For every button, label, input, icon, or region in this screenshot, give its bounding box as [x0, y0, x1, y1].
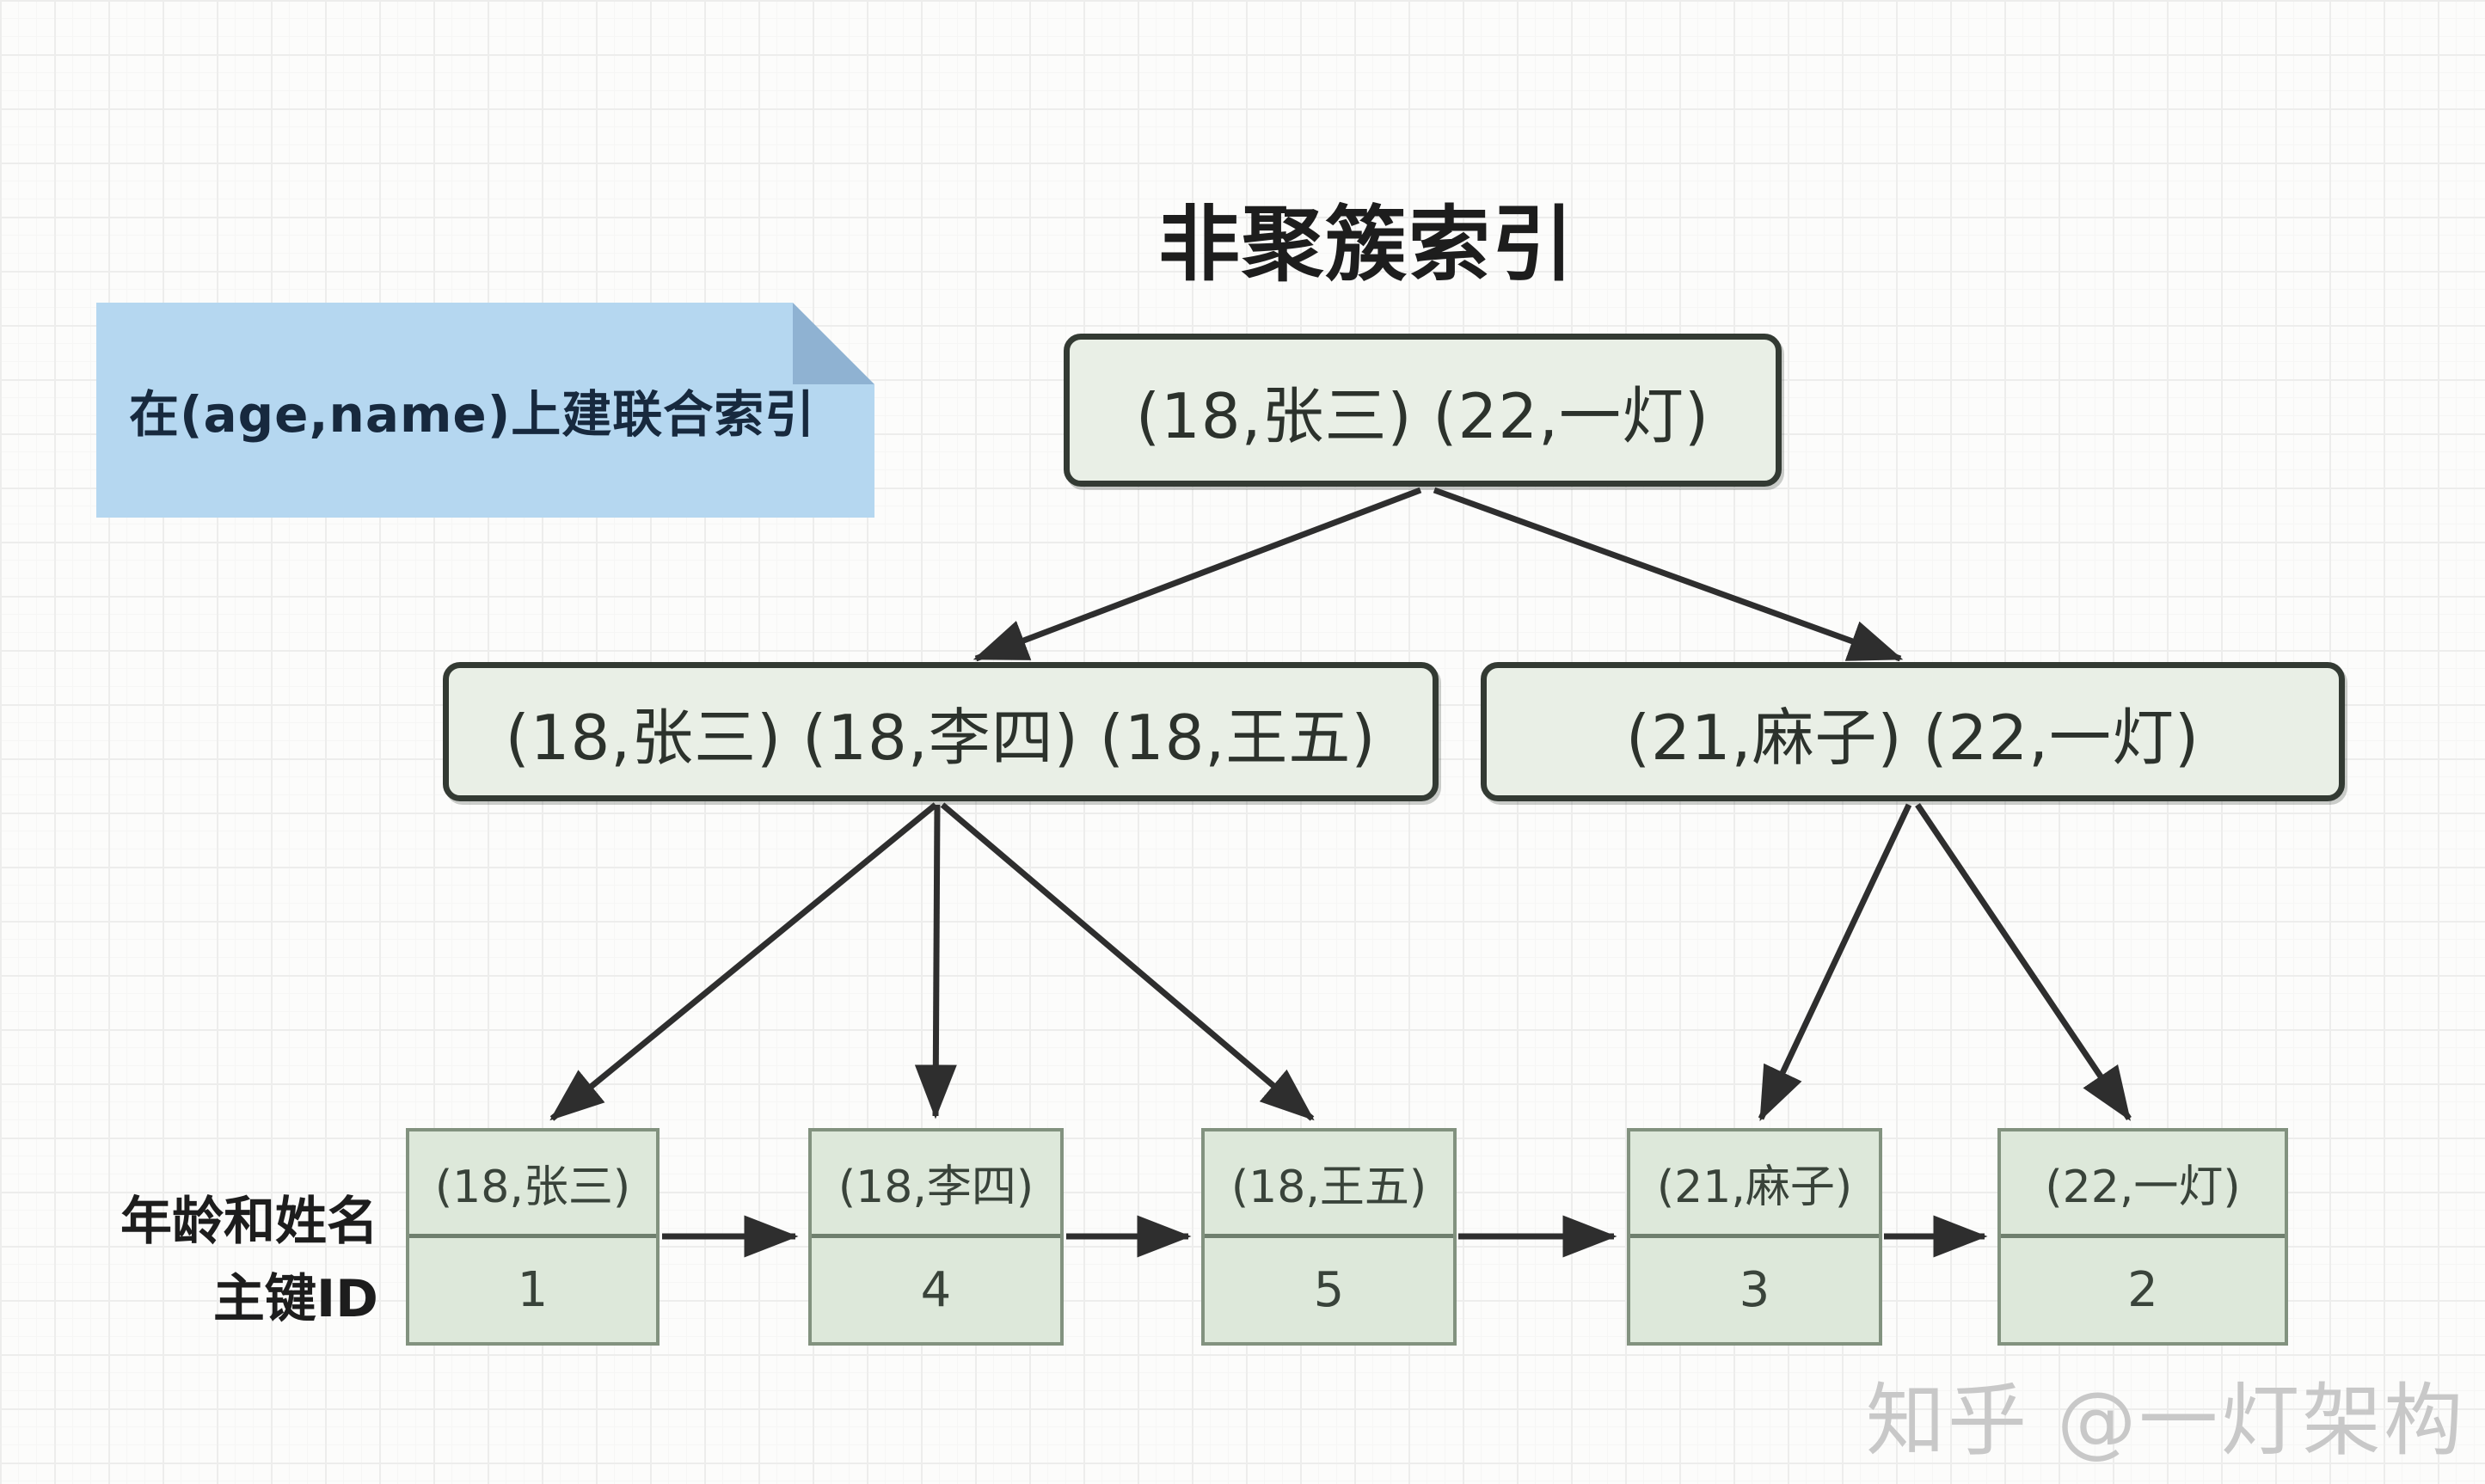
tree-internal-right-label: (21,麻子) (22,一灯)	[1625, 701, 2200, 774]
leaf-4-key: (21,麻子)	[1630, 1131, 1879, 1238]
leaf-5-key: (22,一灯)	[2001, 1131, 2285, 1238]
index-note: 在(age,name)上建联合索引	[96, 303, 874, 518]
leaf-node-5: (22,一灯) 2	[1997, 1128, 2288, 1346]
leaf-2-key: (18,李四)	[812, 1131, 1060, 1238]
leaf-1-id: 1	[517, 1262, 549, 1318]
edge-root-to-internal-left	[973, 487, 1422, 662]
leaf-5-id: 2	[2127, 1262, 2158, 1318]
leaf-node-4: (21,麻子) 3	[1627, 1128, 1882, 1346]
page-title: 非聚簇索引	[1158, 198, 1576, 292]
tree-root-node: (18,张三) (22,一灯)	[1064, 334, 1782, 487]
edge-internal-right-to-leaf-4	[1758, 803, 1912, 1122]
leaf-3-key: (18,王五)	[1205, 1131, 1453, 1238]
watermark: 知乎 @一灯架构	[1866, 1375, 2466, 1467]
edge-root-to-internal-right	[1433, 487, 1904, 662]
leaf-4-id: 3	[1739, 1262, 1770, 1318]
row-label-key: 年龄和姓名	[120, 1192, 378, 1252]
leaf-node-2: (18,李四) 4	[808, 1128, 1064, 1346]
note-fold-corner-icon	[793, 303, 874, 384]
tree-internal-left-label: (18,张三) (18,李四) (18,王五)	[505, 701, 1377, 774]
tree-root-label: (18,张三) (22,一灯)	[1135, 379, 1710, 452]
edge-internal-left-to-leaf-1	[549, 802, 938, 1121]
leaf-2-id: 4	[920, 1262, 952, 1318]
edge-internal-right-to-leaf-5	[1915, 803, 2132, 1121]
note-text: 在(age,name)上建联合索引	[129, 385, 816, 444]
leaf-node-1: (18,张三) 1	[406, 1128, 660, 1346]
row-label-primary-id: 主键ID	[212, 1269, 378, 1329]
leaf-1-key: (18,张三)	[409, 1131, 656, 1238]
edge-internal-left-to-leaf-3	[940, 802, 1315, 1121]
edge-internal-left-to-leaf-2	[914, 804, 957, 1119]
tree-internal-node-right: (21,麻子) (22,一灯)	[1481, 662, 2345, 801]
tree-internal-node-left: (18,张三) (18,李四) (18,王五)	[443, 662, 1439, 801]
leaf-node-3: (18,王五) 5	[1201, 1128, 1457, 1346]
leaf-3-id: 5	[1313, 1262, 1345, 1318]
